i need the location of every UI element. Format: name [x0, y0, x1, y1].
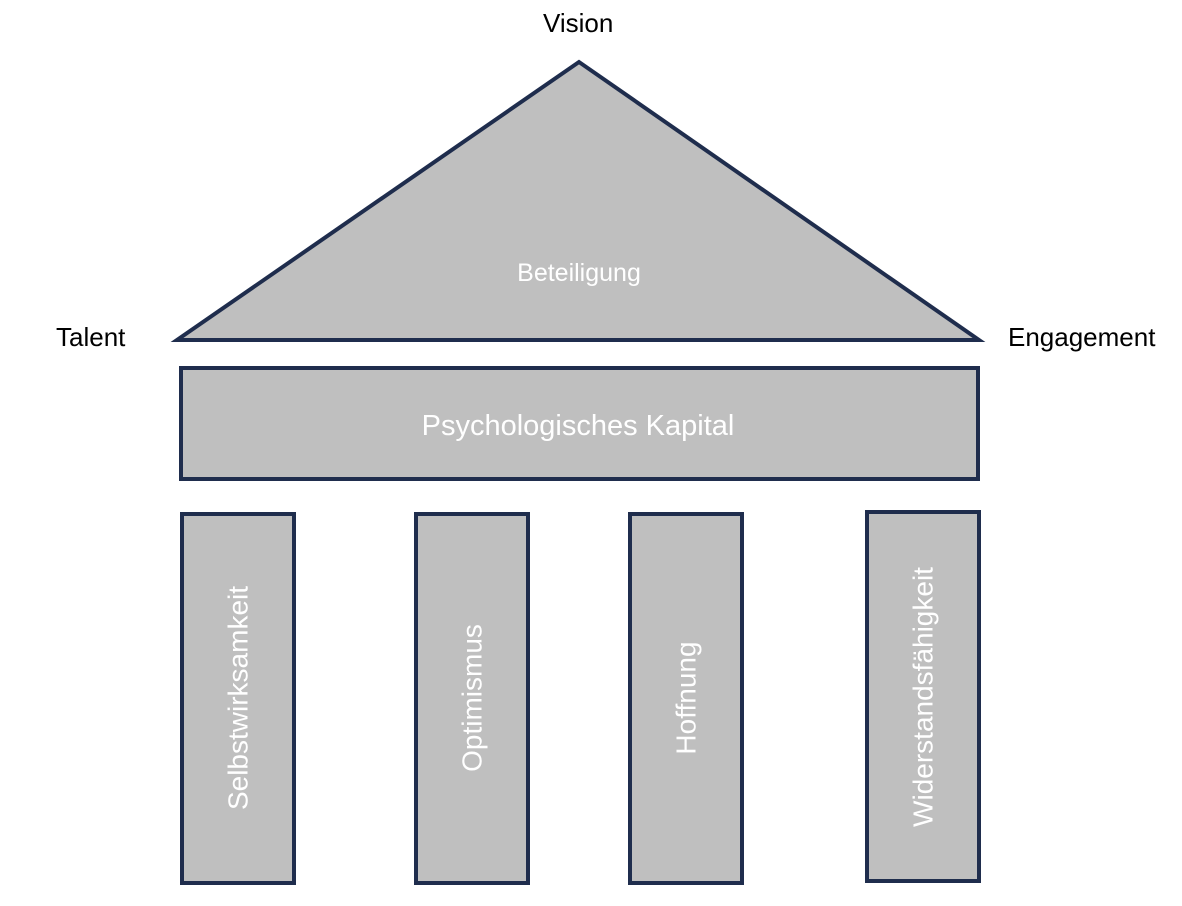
- beam-rect: [179, 366, 980, 481]
- roof-triangle: [170, 59, 986, 342]
- pillar: Selbstwirksamkeit: [180, 512, 296, 885]
- pillar-label: Optimismus: [457, 624, 488, 772]
- pillar-rect: [865, 510, 981, 883]
- pillar-label: Hoffnung: [671, 641, 702, 754]
- pillars: Selbstwirksamkeit Optimismus Hoffnung Wi…: [180, 510, 981, 885]
- pillar-rect: [414, 512, 530, 885]
- beam: Psychologisches Kapital: [179, 366, 980, 481]
- pillar-rect: [180, 512, 296, 885]
- pillar-label: Widerstandsfähigkeit: [908, 567, 939, 827]
- pillar: Widerstandsfähigkeit: [865, 510, 981, 883]
- pillar-rect: [628, 512, 744, 885]
- engagement-label: Engagement: [1008, 322, 1156, 352]
- beam-label: Psychologisches Kapital: [422, 410, 735, 442]
- talent-label: Talent: [56, 322, 126, 352]
- roof: Beteiligung: [170, 59, 986, 342]
- pillar: Optimismus: [414, 512, 530, 885]
- roof-label: Beteiligung: [517, 259, 641, 287]
- pillar: Hoffnung: [628, 512, 744, 885]
- vision-label: Vision: [543, 8, 614, 38]
- pillar-label: Selbstwirksamkeit: [223, 586, 254, 810]
